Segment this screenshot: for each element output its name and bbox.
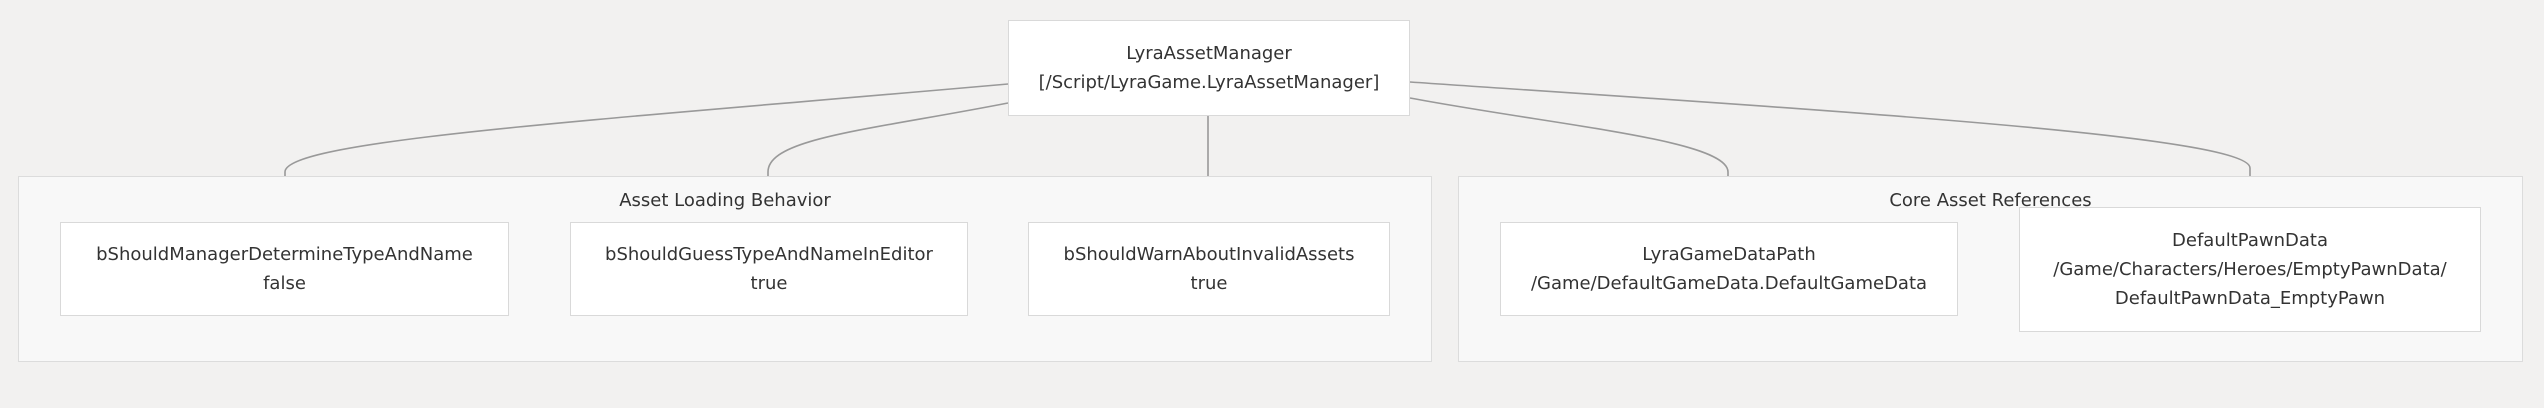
node-warn-about-invalid-assets-value: true <box>1190 273 1228 294</box>
node-guess-type-and-name-in-editor: bShouldGuessTypeAndNameInEditor true <box>570 222 968 316</box>
edge-root-to-guess-type <box>761 102 1009 224</box>
cluster-label-core-asset-references: Core Asset References <box>1889 190 2092 211</box>
edge-root-to-game-data-path <box>1409 97 1735 224</box>
node-determine-type-and-name-value: false <box>263 273 306 294</box>
node-default-pawn-data-key: DefaultPawnData <box>2172 230 2328 251</box>
root-node: LyraAssetManager [/Script/LyraGame.LyraA… <box>1008 20 1410 116</box>
node-lyra-game-data-path-key: LyraGameDataPath <box>1642 244 1816 265</box>
node-warn-about-invalid-assets: bShouldWarnAboutInvalidAssets true <box>1028 222 1390 316</box>
node-determine-type-and-name-key: bShouldManagerDetermineTypeAndName <box>96 244 473 265</box>
edge-root-to-default-pawn-data <box>1409 81 2257 209</box>
node-lyra-game-data-path: LyraGameDataPath /Game/DefaultGameData.D… <box>1500 222 1958 316</box>
root-node-title: LyraAssetManager <box>1126 43 1292 64</box>
node-default-pawn-data-value-line2: DefaultPawnData_EmptyPawn <box>2114 288 2386 309</box>
node-lyra-game-data-path-value: /Game/DefaultGameData.DefaultGameData <box>1530 273 1928 294</box>
edge-root-to-determine-type <box>278 83 1009 224</box>
node-default-pawn-data: DefaultPawnData /Game/Characters/Heroes/… <box>2019 207 2481 332</box>
node-determine-type-and-name: bShouldManagerDetermineTypeAndName false <box>60 222 509 316</box>
node-guess-type-and-name-in-editor-value: true <box>750 273 788 294</box>
root-node-path: [/Script/LyraGame.LyraAssetManager] <box>1038 72 1380 93</box>
node-default-pawn-data-value-line1: /Game/Characters/Heroes/EmptyPawnData/ <box>2053 259 2447 280</box>
node-warn-about-invalid-assets-key: bShouldWarnAboutInvalidAssets <box>1063 244 1355 265</box>
node-guess-type-and-name-in-editor-key: bShouldGuessTypeAndNameInEditor <box>605 244 933 265</box>
cluster-label-asset-loading-behavior: Asset Loading Behavior <box>619 190 831 211</box>
